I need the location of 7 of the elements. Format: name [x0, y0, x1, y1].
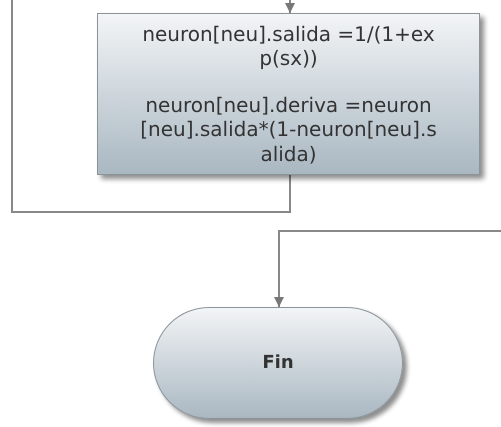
node-text: Fin	[262, 352, 294, 374]
arrow	[274, 230, 501, 307]
terminal-shape	[153, 307, 403, 419]
node-text: neuron[neu].deriva =neuron[neu].salida*(1-neuron[neu].salida)	[139, 92, 438, 166]
node-text: neuron[neu].salida =1/(1+exp(sx))	[141, 22, 436, 71]
arrow	[285, 0, 295, 13]
process-box	[97, 13, 480, 175]
